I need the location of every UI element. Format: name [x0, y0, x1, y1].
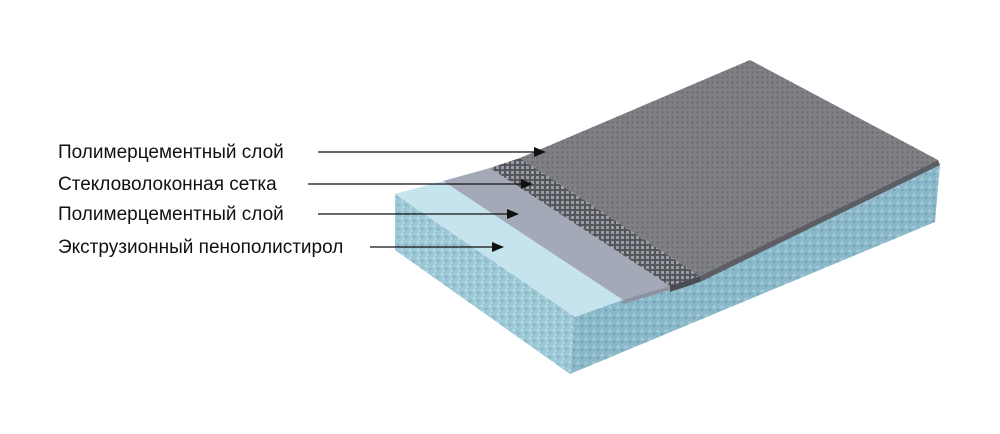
label-polymer-cement-top: Полимерцементный слой — [58, 142, 284, 163]
label-fiberglass-mesh: Стекловолоконная сетка — [58, 174, 277, 195]
label-polymer-cement-bottom: Полимерцементный слой — [58, 204, 284, 225]
foam-side-face — [570, 165, 940, 374]
base-coat-layer — [443, 168, 670, 300]
top-coat-edge — [700, 160, 940, 282]
top-coat-layer — [520, 60, 938, 276]
mesh-edge — [670, 276, 700, 292]
label-xps-foam: Экструзионный пенополистирол — [58, 237, 344, 258]
base-coat-edge — [623, 286, 670, 304]
foam-front-face — [395, 194, 575, 374]
fiberglass-mesh-layer — [490, 158, 700, 286]
foam-top-face — [395, 181, 623, 317]
leader-arrows — [308, 147, 546, 252]
